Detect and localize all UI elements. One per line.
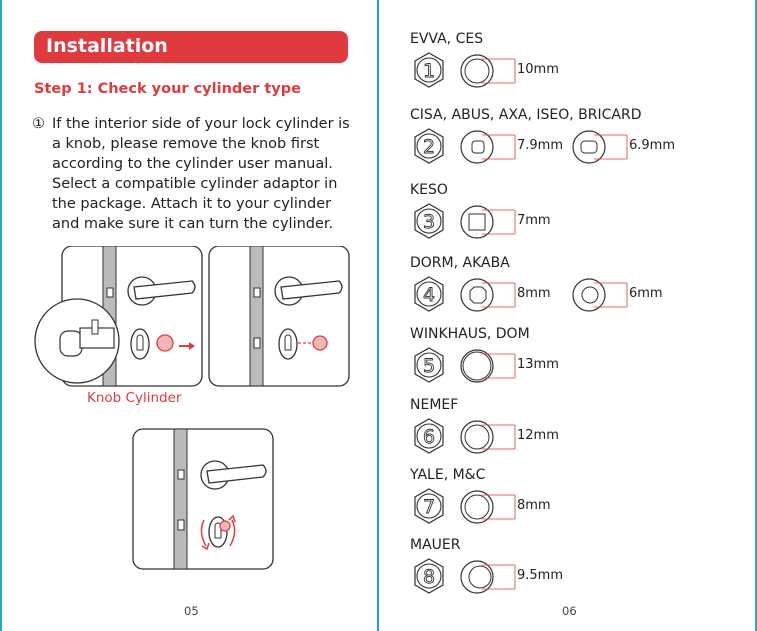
size-label: 9.5mm <box>517 568 564 583</box>
size-label: 8mm <box>517 286 551 301</box>
hex-number-icon: 1 <box>414 52 444 88</box>
type-number: 5 <box>423 355 435 377</box>
brand-label: MAUER <box>410 537 461 553</box>
cylinder-profile-icon <box>460 560 516 594</box>
brand-label: EVVA, CES <box>410 31 484 47</box>
brand-label: WINKHAUS, DOM <box>410 326 530 342</box>
brand-label: NEMEF <box>410 397 459 413</box>
page-number-right: 06 <box>562 604 577 618</box>
size-label: 6mm <box>629 286 663 301</box>
hex-number-icon: 7 <box>414 488 444 524</box>
cylinder-profile-icon <box>460 205 516 239</box>
section-title: Installation <box>46 35 168 57</box>
cylinder-profile-icon <box>460 278 516 312</box>
adaptor-illustration <box>208 246 350 387</box>
hex-number-icon: 8 <box>414 558 444 594</box>
cylinder-profile-icon <box>460 490 516 524</box>
instruction: ① If the interior side of your lock cyli… <box>32 114 352 234</box>
cylinder-profile-icon <box>460 130 516 164</box>
type-number: 6 <box>423 426 435 448</box>
type-number: 7 <box>423 496 435 518</box>
cylinder-profile-icon <box>572 278 628 312</box>
size-label: 6.9mm <box>629 138 676 153</box>
brand-label: YALE, M&C <box>410 467 486 483</box>
instruction-text: If the interior side of your lock cylind… <box>52 116 350 232</box>
size-label: 8mm <box>517 498 551 513</box>
type-number: 8 <box>423 566 435 588</box>
cylinder-profile-icon <box>460 349 516 383</box>
cylinder-profile-icon <box>460 54 516 88</box>
type-number: 3 <box>423 211 435 233</box>
hex-number-icon: 2 <box>414 128 444 164</box>
hex-number-icon: 4 <box>414 276 444 312</box>
size-label: 7mm <box>517 213 551 228</box>
right-page: 06 <box>378 0 757 631</box>
type-number: 4 <box>423 284 435 306</box>
page-number-left: 05 <box>184 604 199 618</box>
brand-label: DORM, AKABA <box>410 255 510 271</box>
knob-removal-illustration <box>34 246 203 387</box>
knob-cylinder-caption: Knob Cylinder <box>87 390 182 406</box>
brand-label: CISA, ABUS, AXA, ISEO, BRICARD <box>410 107 642 123</box>
instruction-number: ① <box>32 116 45 132</box>
left-page: Installation Step 1: Check your cylinder… <box>0 0 378 631</box>
size-label: 10mm <box>517 62 559 77</box>
hex-number-icon: 5 <box>414 347 444 383</box>
rotate-illustration <box>132 428 274 570</box>
type-number: 2 <box>423 136 435 158</box>
size-label: 7.9mm <box>517 138 564 153</box>
size-label: 12mm <box>517 428 559 443</box>
step-title: Step 1: Check your cylinder type <box>34 81 301 97</box>
brand-label: KESO <box>410 182 448 198</box>
hex-number-icon: 3 <box>414 203 444 239</box>
section-banner: Installation <box>34 31 348 63</box>
type-number: 1 <box>423 60 435 82</box>
size-label: 13mm <box>517 357 559 372</box>
hex-number-icon: 6 <box>414 418 444 454</box>
cylinder-profile-icon <box>572 130 628 164</box>
cylinder-profile-icon <box>460 420 516 454</box>
